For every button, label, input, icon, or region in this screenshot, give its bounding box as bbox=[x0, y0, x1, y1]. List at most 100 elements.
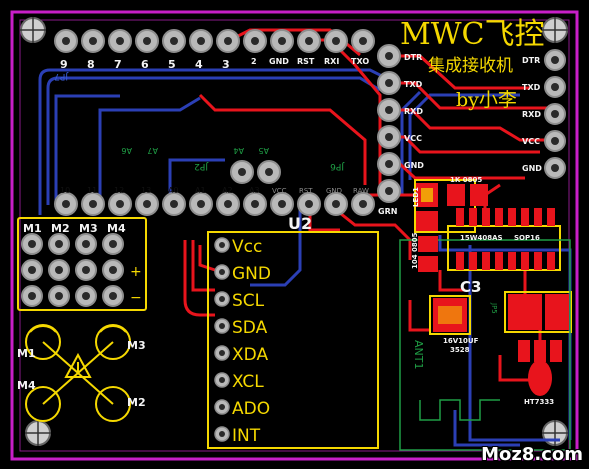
right-pin-label: RXD bbox=[404, 107, 423, 116]
cap-component bbox=[433, 298, 467, 332]
bottom-pin-label: A2 bbox=[222, 186, 233, 195]
far-right-header-pads bbox=[544, 49, 566, 179]
top-pin-label: 3 bbox=[222, 58, 230, 71]
motor-label: M1 bbox=[23, 222, 42, 235]
a7-label: A7 bbox=[147, 146, 158, 155]
sensor-pin-label: GND bbox=[232, 264, 271, 284]
far-right-pin-label: GND bbox=[522, 164, 542, 173]
a5-label: A5 bbox=[258, 146, 269, 155]
mounting-hole-bl bbox=[25, 420, 51, 446]
bottom-pin-label: RST bbox=[299, 187, 313, 195]
top-pin-label: 6 bbox=[141, 58, 149, 71]
jp5-label: JP5 bbox=[490, 302, 498, 314]
title-subtitle: 集成接收机 bbox=[428, 56, 513, 76]
minus-sign: − bbox=[130, 290, 142, 306]
quad-label: M2 bbox=[127, 396, 146, 409]
cap-package: 3528 bbox=[450, 346, 470, 354]
bottom-header-pads bbox=[54, 192, 375, 216]
top-header-pads bbox=[54, 29, 375, 53]
u2-designator: U2 bbox=[288, 214, 312, 233]
bottom-pin-label: 12 bbox=[114, 186, 124, 195]
far-right-pin-label: DTR bbox=[522, 56, 540, 65]
chip-label: 15W408AS bbox=[460, 234, 503, 242]
quad-label: M1 bbox=[17, 347, 36, 360]
far-right-pin-label: RXD bbox=[522, 110, 541, 119]
led-label: LED1 bbox=[412, 187, 420, 207]
far-right-pin-label: TXD bbox=[522, 83, 541, 92]
top-pin-label: 8 bbox=[87, 58, 95, 71]
sensor-pads bbox=[214, 237, 230, 442]
bottom-pin-label: A1 bbox=[195, 186, 206, 195]
title-main: MWC飞控 bbox=[400, 17, 545, 52]
top-pin-label: TXO bbox=[351, 57, 369, 66]
sensor-pin-label: INT bbox=[232, 426, 261, 446]
top-pin-label: RST bbox=[297, 57, 315, 66]
jp7-designator: JP7 bbox=[54, 71, 69, 81]
silkscreen-outlines bbox=[17, 179, 572, 449]
resistor-component bbox=[447, 184, 488, 206]
quad-label: M4 bbox=[17, 379, 36, 392]
bottom-pin-label: GND bbox=[326, 187, 342, 195]
regulator-label: HT7333 bbox=[524, 398, 554, 406]
sensor-pin-label: SDA bbox=[232, 318, 268, 338]
top-pin-label: 9 bbox=[60, 58, 68, 71]
board-outline bbox=[10, 10, 579, 461]
mounting-hole-tl bbox=[20, 17, 46, 43]
right-pin-label: TXD bbox=[404, 80, 423, 89]
ant-label: ANT1 bbox=[412, 340, 425, 369]
bottom-pin-label: VCC bbox=[272, 187, 287, 195]
sensor-pin-label: ADO bbox=[232, 399, 270, 419]
far-right-pin-label: VCC bbox=[522, 137, 540, 146]
top-pin-label: RXI bbox=[324, 57, 339, 66]
top-pin-label: 5 bbox=[168, 58, 176, 71]
motor-label: M4 bbox=[107, 222, 126, 235]
regulator-component bbox=[508, 294, 569, 396]
bottom-pin-label: RAW bbox=[353, 187, 369, 195]
top-pin-label: 7 bbox=[114, 58, 122, 71]
chip-package-label: SOP16 bbox=[514, 234, 540, 242]
resistor-label: 1K 0805 bbox=[450, 176, 482, 184]
motor-label: M3 bbox=[79, 222, 98, 235]
bottom-pin-label: 11 bbox=[87, 186, 97, 195]
a4-label: A4 bbox=[233, 146, 244, 155]
title-author: by小李 bbox=[456, 89, 517, 111]
green-silkscreen bbox=[399, 239, 571, 451]
a6-label: A6 bbox=[121, 146, 132, 155]
bottom-pin-label: 13 bbox=[141, 186, 151, 195]
chip-pins-bottom bbox=[456, 252, 555, 270]
jp6-label: JP6 bbox=[330, 161, 345, 171]
bottom-pin-label: 10 bbox=[60, 186, 70, 195]
watermark-text: Moz8.com bbox=[481, 444, 583, 465]
quad-diagram bbox=[25, 324, 131, 422]
chip-pins-top bbox=[456, 208, 555, 226]
top-pin-label: 2 bbox=[251, 57, 257, 66]
motor-label: M2 bbox=[51, 222, 70, 235]
mounting-hole-tr bbox=[542, 17, 568, 43]
bottom-pin-label: A3 bbox=[249, 186, 260, 195]
top-pin-label: 4 bbox=[195, 58, 203, 71]
top-pin-label: GND bbox=[269, 57, 289, 66]
cap-value: 16V10UF bbox=[443, 337, 479, 345]
right-pin-label: VCC bbox=[404, 134, 422, 143]
resistor2-component bbox=[418, 236, 438, 272]
led-component bbox=[416, 183, 438, 231]
grn-label: GRN bbox=[378, 207, 397, 216]
right-pin-label: GND bbox=[404, 161, 424, 170]
right-header-pads bbox=[377, 44, 401, 203]
mounting-hole-br bbox=[542, 420, 568, 446]
motor-pads bbox=[21, 233, 124, 307]
quad-label: M3 bbox=[127, 339, 146, 352]
resistor2-label: 104 0805 bbox=[411, 232, 419, 269]
jp2-label: JP2 bbox=[194, 161, 209, 171]
plus-sign: + bbox=[130, 264, 142, 280]
board-inner-outline bbox=[19, 19, 570, 452]
sensor-pin-label: XDA bbox=[232, 345, 268, 365]
sensor-pin-label: XCL bbox=[232, 372, 264, 392]
bottom-pin-label: A0 bbox=[168, 186, 179, 195]
sensor-pin-label: Vcc bbox=[232, 237, 262, 257]
a4-a5-pads bbox=[230, 160, 281, 184]
cap-designator: C3 bbox=[460, 278, 481, 296]
sensor-pin-label: SCL bbox=[232, 291, 265, 311]
